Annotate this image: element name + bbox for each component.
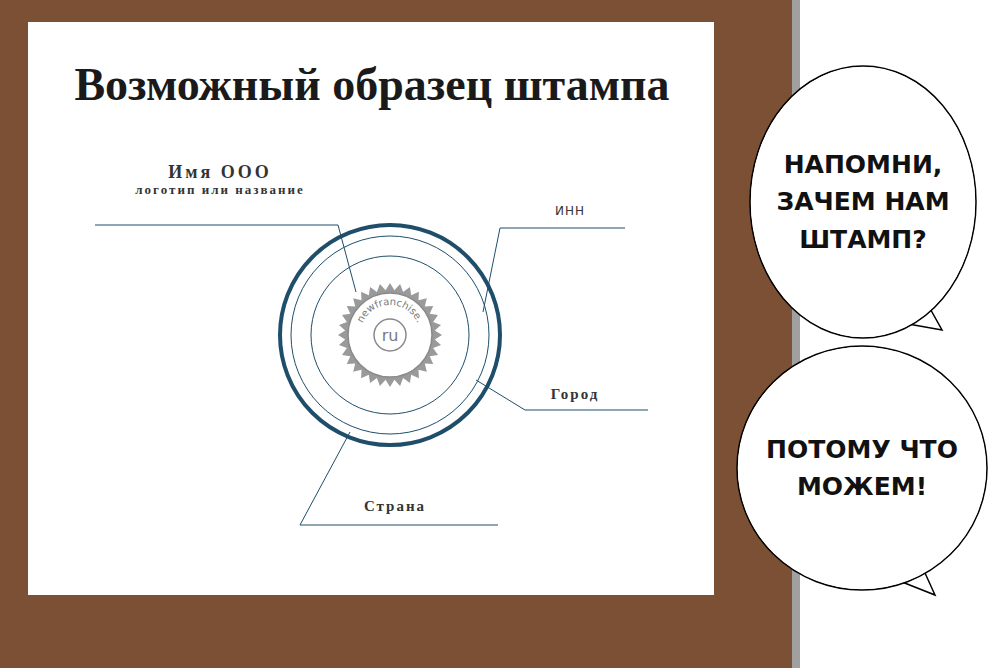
bubble-text: НАПОМНИ, ЗАЧЕМ НАМ ШТАМП? <box>763 146 963 259</box>
seal-ring <box>374 319 406 351</box>
seal-ring <box>348 293 432 377</box>
field-label: Город <box>520 386 630 403</box>
field-label: Имя ООО <box>120 162 320 183</box>
field-label: логотип или название <box>125 182 315 198</box>
seal-star <box>338 283 442 387</box>
speech-bubble: ПОТОМУ ЧТО МОЖЕМ! <box>732 340 994 605</box>
stamp-outline <box>280 225 500 445</box>
seal-text: newfranchise. <box>354 296 425 324</box>
speech-bubble: НАПОМНИ, ЗАЧЕМ НАМ ШТАМП? <box>745 60 985 345</box>
white-panel <box>28 22 714 595</box>
field-label: Страна <box>330 498 460 515</box>
bubble-text: ПОТОМУ ЧТО МОЖЕМ! <box>762 431 962 506</box>
seal-logo <box>338 283 442 387</box>
title: Возможный образец штампа <box>42 58 702 111</box>
brown-frame <box>0 0 792 668</box>
field-label: ИНН <box>530 204 610 218</box>
leader-lines <box>95 225 648 525</box>
seal-text: ru <box>382 326 399 345</box>
